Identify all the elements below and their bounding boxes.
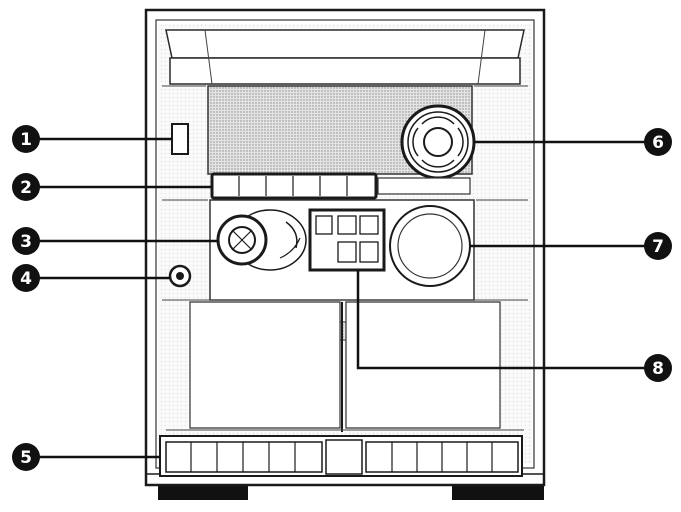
callout-4: 4 bbox=[12, 264, 40, 292]
callout-7: 7 bbox=[644, 232, 672, 260]
callout-1: 1 bbox=[12, 125, 40, 153]
function-button-strip[interactable] bbox=[210, 172, 378, 200]
leader-lines bbox=[38, 137, 648, 459]
callouts: 1 2 3 4 5 6 7 8 bbox=[12, 125, 672, 471]
cd-changer-lid bbox=[165, 29, 525, 85]
multi-jog-dial[interactable] bbox=[400, 104, 476, 180]
leader-line-8 bbox=[356, 270, 648, 370]
large-round-dial[interactable] bbox=[389, 205, 471, 287]
svg-text:7: 7 bbox=[652, 237, 664, 257]
svg-text:5: 5 bbox=[20, 448, 32, 468]
svg-text:8: 8 bbox=[652, 359, 664, 379]
callout-2: 2 bbox=[12, 173, 40, 201]
tape-control-buttons[interactable] bbox=[308, 208, 386, 272]
callout-6: 6 bbox=[644, 128, 672, 156]
power-button[interactable] bbox=[171, 123, 189, 155]
callout-5: 5 bbox=[12, 443, 40, 471]
svg-text:1: 1 bbox=[20, 130, 32, 150]
cassette-decks bbox=[162, 299, 528, 432]
svg-text:6: 6 bbox=[652, 133, 664, 153]
svg-text:3: 3 bbox=[20, 232, 32, 252]
callout-8: 8 bbox=[644, 354, 672, 382]
svg-text:4: 4 bbox=[20, 269, 32, 289]
svg-text:2: 2 bbox=[20, 178, 32, 198]
volume-knob[interactable] bbox=[216, 209, 307, 271]
stereo-unit bbox=[144, 8, 546, 500]
bottom-button-row[interactable] bbox=[159, 435, 523, 477]
headphone-jack[interactable] bbox=[168, 264, 192, 288]
callout-3: 3 bbox=[12, 227, 40, 255]
